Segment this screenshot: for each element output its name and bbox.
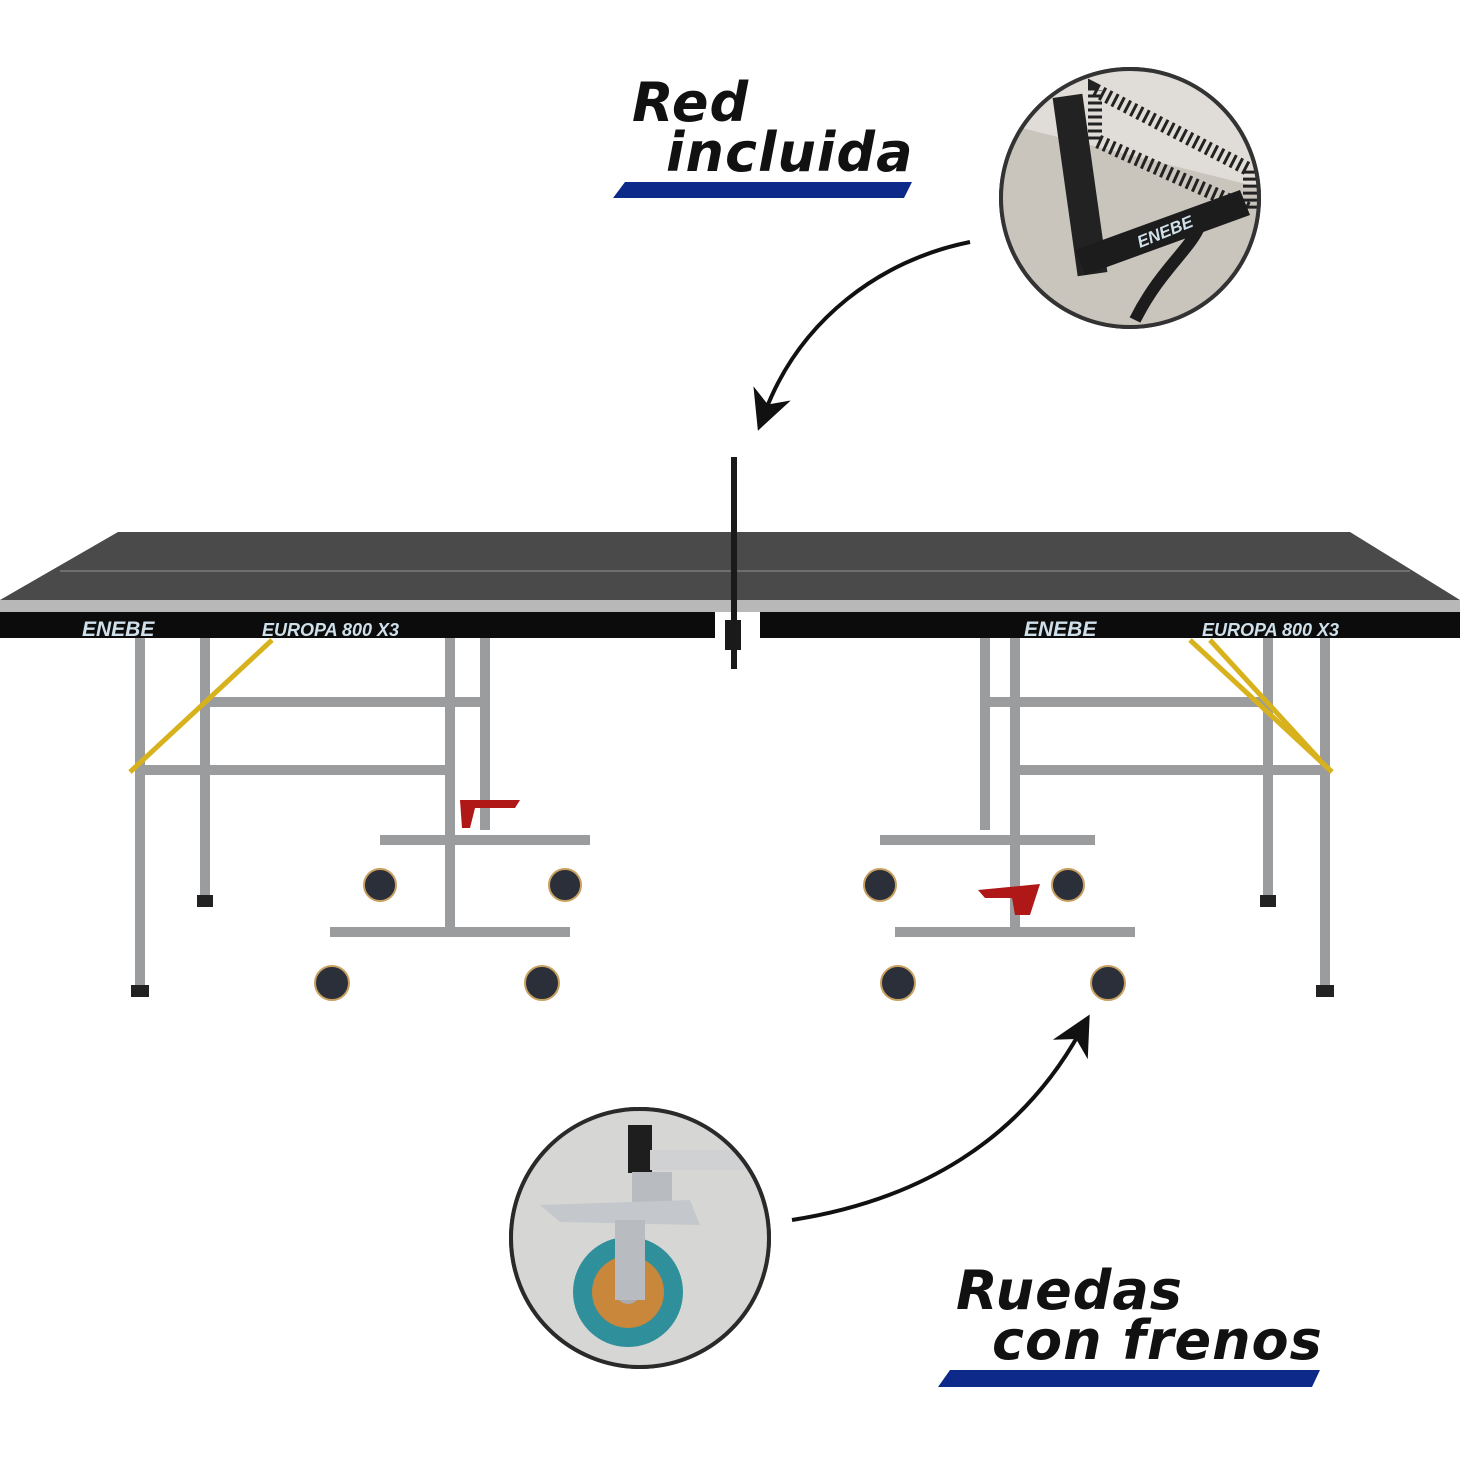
yellow-braces: [128, 638, 1334, 774]
table-wheels: [314, 868, 1126, 1001]
table-model-left: EUROPA 800 X3: [262, 620, 399, 640]
wheels-caption-line2: con frenos: [992, 1309, 1323, 1372]
brake-pedals: [460, 800, 1040, 915]
table-frame: [135, 638, 1330, 985]
table-apron-right: [760, 612, 1460, 638]
accent-bar-top: [613, 182, 912, 198]
wheels-caption-line1: Ruedas: [956, 1259, 1183, 1322]
table-apron-left: [0, 612, 715, 638]
net: [725, 457, 741, 669]
wheel-closeup-photo: [509, 1107, 771, 1369]
net-caption-line1: Red: [632, 71, 750, 134]
accent-bar-bottom: [938, 1370, 1320, 1387]
table-brand-right: ENEBE: [1024, 618, 1097, 641]
table-top: [0, 532, 1460, 612]
net-closeup-photo: ENEBE: [999, 67, 1261, 329]
table-model-right: EUROPA 800 X3: [1202, 620, 1339, 640]
net-caption-line2: incluida: [666, 121, 914, 184]
table-brand-left: ENEBE: [82, 618, 155, 641]
leg-feet: [131, 895, 1334, 997]
arrow-to-wheels: [791, 1014, 1090, 1222]
arrow-to-net: [753, 240, 971, 431]
